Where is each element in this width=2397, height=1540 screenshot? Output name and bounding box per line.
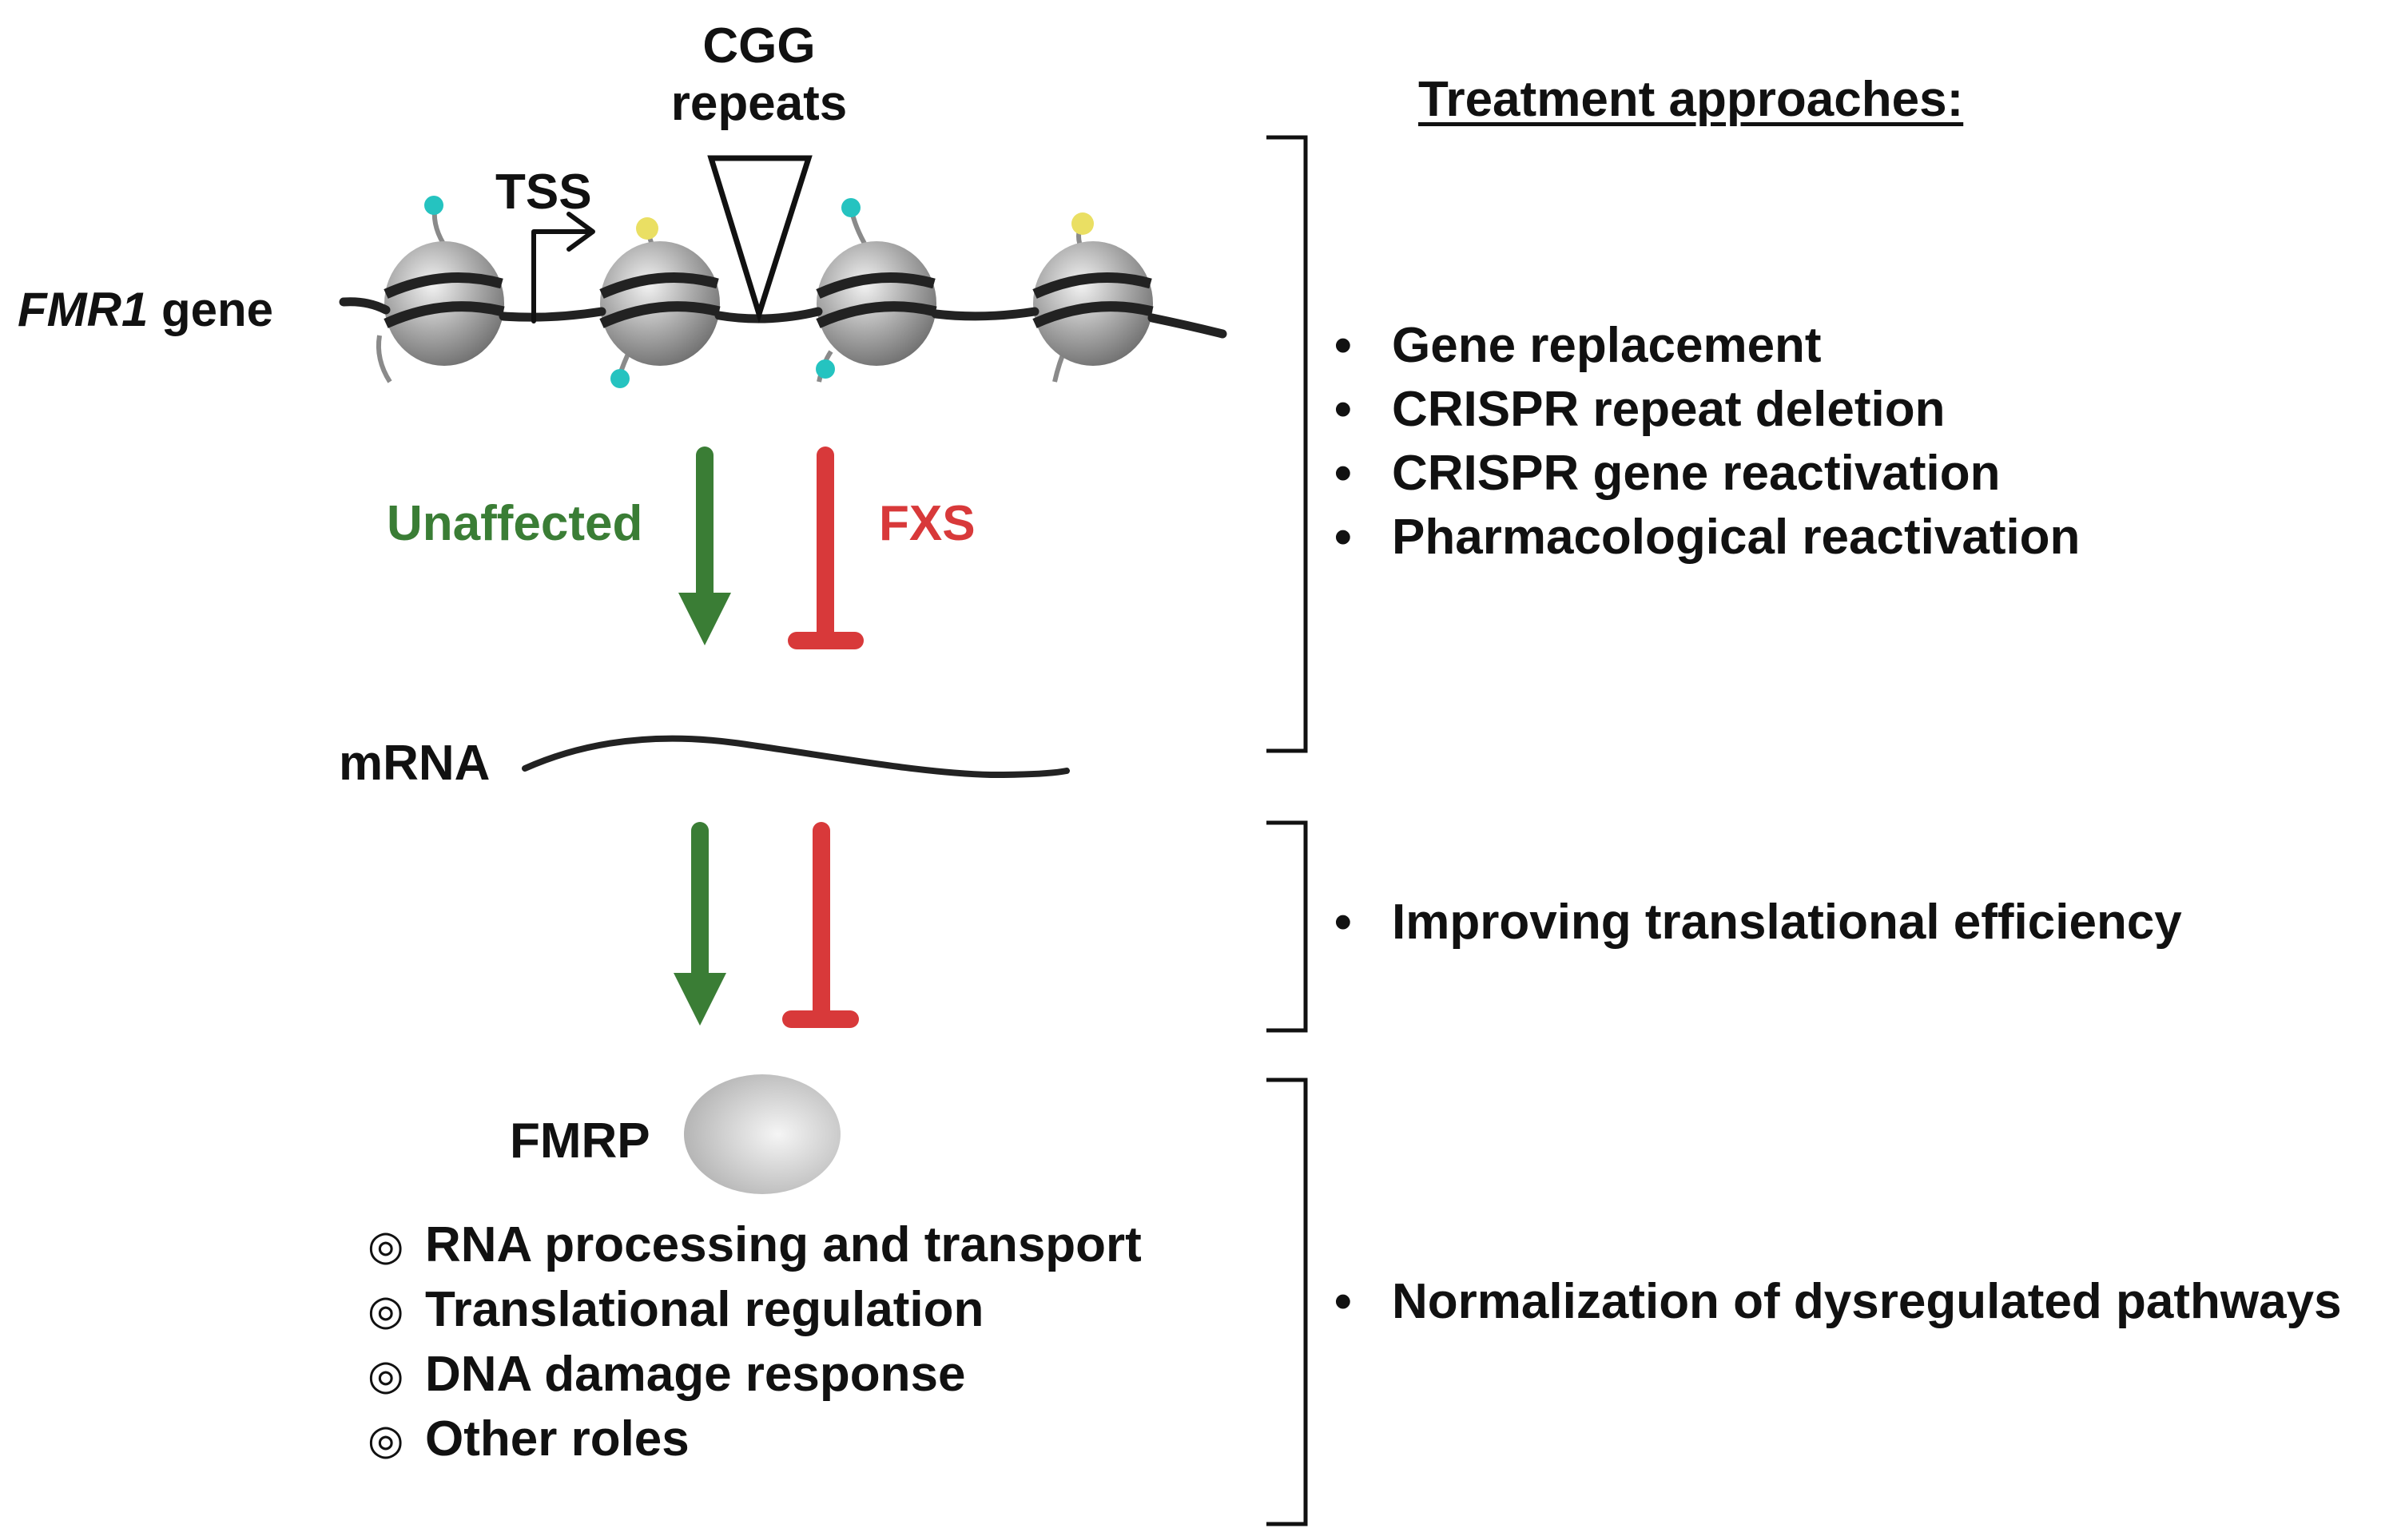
red-inhibition-translation [782, 822, 859, 1028]
fmrp-label: FMRP [510, 1113, 650, 1169]
fmr1-gene-label: FMR1 gene [18, 286, 273, 334]
bracket-function [1266, 1078, 1308, 1526]
treatment-item: Improving translational efficiency [1334, 891, 2182, 955]
teal-mark [610, 369, 630, 388]
treatment-group-translation: Improving translational efficiency [1334, 891, 2182, 955]
green-arrow-transcription [678, 447, 731, 645]
teal-mark [424, 196, 443, 215]
fmr1-gene-name: FMR1 [18, 283, 149, 336]
cgg-repeats-label: CGG repeats [655, 18, 863, 133]
teal-mark [816, 359, 835, 379]
cgg-label-line2: repeats [670, 76, 848, 131]
fxs-label: FXS [879, 496, 976, 551]
cgg-repeats-triangle [707, 155, 813, 323]
treatment-group-transcription: Gene replacement CRISPR repeat deletion … [1334, 314, 2080, 570]
red-inhibition-transcription [788, 447, 864, 649]
fmrp-protein [684, 1074, 841, 1194]
green-arrow-translation [674, 822, 726, 1026]
fmrp-roles-list: RNA processing and transport Translation… [368, 1213, 1142, 1473]
yellow-mark [636, 217, 658, 240]
bracket-translation [1266, 820, 1308, 1033]
fmrp-role-item: Translational regulation [368, 1277, 1142, 1344]
unaffected-label: Unaffected [387, 496, 643, 551]
gene-word: gene [148, 283, 274, 336]
teal-mark [841, 198, 861, 217]
fmrp-role-item: Other roles [368, 1407, 1142, 1473]
dna-strand [339, 297, 1227, 339]
histone-marks [424, 196, 1094, 388]
cgg-label-line1: CGG [702, 18, 816, 73]
treatment-item: CRISPR repeat deletion [1334, 378, 2080, 442]
nucleosome-2 [599, 241, 721, 366]
treatment-item: Pharmacological reactivation [1334, 506, 2080, 570]
yellow-mark [1071, 212, 1094, 235]
bracket-transcription [1266, 135, 1308, 753]
treatment-item: Gene replacement [1334, 314, 2080, 378]
tss-label: TSS [495, 165, 592, 220]
fmrp-role-item: DNA damage response [368, 1342, 1142, 1408]
mrna-strand [522, 735, 1070, 779]
fmrp-role-item: RNA processing and transport [368, 1213, 1142, 1279]
nucleosome-4 [1032, 241, 1154, 366]
treatment-item: CRISPR gene reactivation [1334, 442, 2080, 506]
treatment-item: Normalization of dysregulated pathways [1334, 1270, 2342, 1334]
tss-arrow [531, 212, 595, 323]
treatment-title: Treatment approaches: [1418, 72, 1964, 127]
treatment-group-function: Normalization of dysregulated pathways [1334, 1270, 2342, 1334]
nucleosome-1 [384, 241, 505, 366]
mrna-label: mRNA [339, 736, 491, 791]
nucleosome-3 [816, 241, 937, 366]
